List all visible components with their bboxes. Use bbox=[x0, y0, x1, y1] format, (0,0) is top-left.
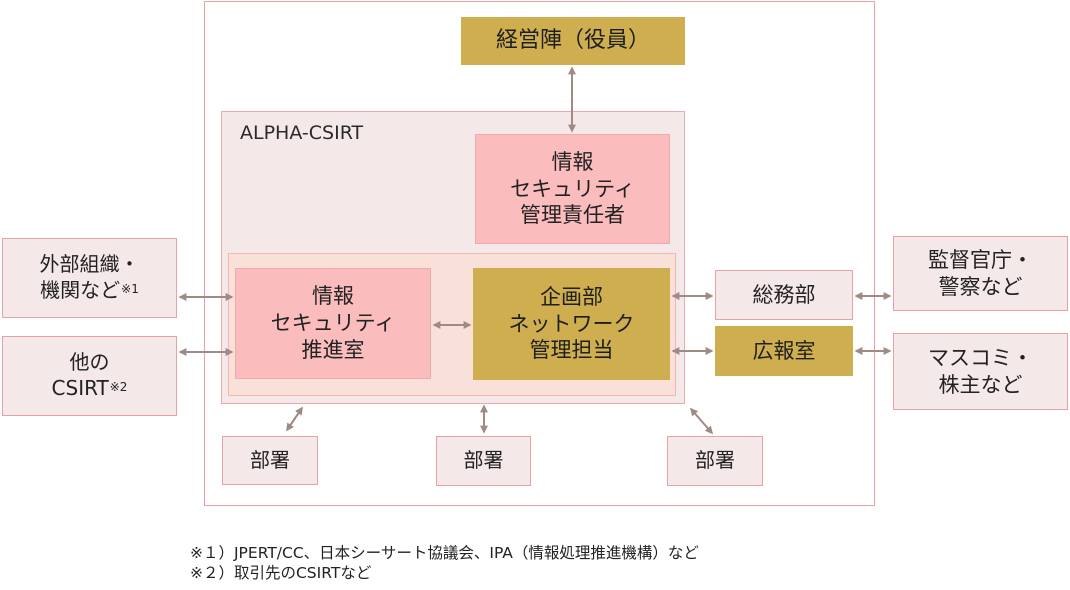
footnote-marker-2: ※2 bbox=[109, 380, 128, 394]
department-label-3: 部署 bbox=[695, 448, 735, 473]
external-orgs-line-2: 機関など※1 bbox=[40, 278, 139, 302]
footnote-marker-1: ※1 bbox=[121, 282, 139, 296]
pr-office-box: 広報室 bbox=[715, 326, 853, 376]
isec-promotion-line-3: 推進室 bbox=[301, 337, 365, 362]
isec-promotion-box: 情報 セキュリティ 推進室 bbox=[235, 268, 431, 379]
department-label-2: 部署 bbox=[463, 448, 504, 473]
regulators-line-1: 監督官庁・ bbox=[928, 247, 1033, 272]
other-csirt-box: 他の CSIRT※2 bbox=[2, 336, 177, 416]
planning-dept-box: 企画部 ネットワーク 管理担当 bbox=[473, 268, 670, 380]
department-label-1: 部署 bbox=[250, 447, 290, 472]
general-affairs-box: 総務部 bbox=[715, 270, 853, 320]
other-csirt-line-1: 他の bbox=[69, 350, 110, 375]
executives-box: 経営陣（役員） bbox=[461, 17, 685, 65]
isec-promotion-line-1: 情報 bbox=[312, 284, 354, 309]
department-box-3: 部署 bbox=[667, 436, 763, 486]
pr-office-label: 広報室 bbox=[752, 338, 816, 363]
planning-dept-line-1: 企画部 bbox=[540, 284, 603, 309]
department-box-2: 部署 bbox=[436, 436, 531, 486]
regulators-box: 監督官庁・ 警察など bbox=[893, 236, 1068, 311]
executives-label: 経営陣（役員） bbox=[495, 27, 650, 53]
arrow-department-1 bbox=[286, 406, 303, 432]
isec-manager-line-2: セキュリティ bbox=[510, 176, 635, 201]
arrow-department-3 bbox=[689, 407, 714, 435]
regulators-line-2: 警察など bbox=[938, 274, 1023, 299]
other-csirt-line-2: CSIRT※2 bbox=[51, 376, 128, 400]
planning-dept-line-2: ネットワーク bbox=[508, 311, 635, 336]
isec-manager-line-1: 情報 bbox=[551, 149, 594, 174]
isec-manager-line-3: 管理責任者 bbox=[520, 203, 625, 228]
footnotes: ※１）JPERT/CC、日本シーサート協議会、IPA（情報処理推進機構）など ※… bbox=[190, 543, 699, 583]
isec-promotion-line-2: セキュリティ bbox=[270, 311, 396, 336]
footnote-1: ※１）JPERT/CC、日本シーサート協議会、IPA（情報処理推進機構）など bbox=[190, 544, 699, 562]
csirt-label: ALPHA-CSIRT bbox=[240, 122, 364, 144]
external-orgs-line-1: 外部組織・ bbox=[39, 252, 140, 277]
isec-manager-box: 情報 セキュリティ 管理責任者 bbox=[475, 134, 670, 244]
media-line-1: マスコミ・ bbox=[928, 345, 1033, 370]
general-affairs-label: 総務部 bbox=[752, 282, 816, 307]
department-box-1: 部署 bbox=[222, 436, 318, 485]
external-orgs-box: 外部組織・ 機関など※1 bbox=[2, 238, 177, 318]
media-box: マスコミ・ 株主など bbox=[893, 333, 1068, 410]
media-line-2: 株主など bbox=[938, 372, 1023, 397]
planning-dept-line-3: 管理担当 bbox=[529, 338, 614, 363]
footnote-2: ※２）取引先のCSIRTなど bbox=[190, 564, 372, 583]
